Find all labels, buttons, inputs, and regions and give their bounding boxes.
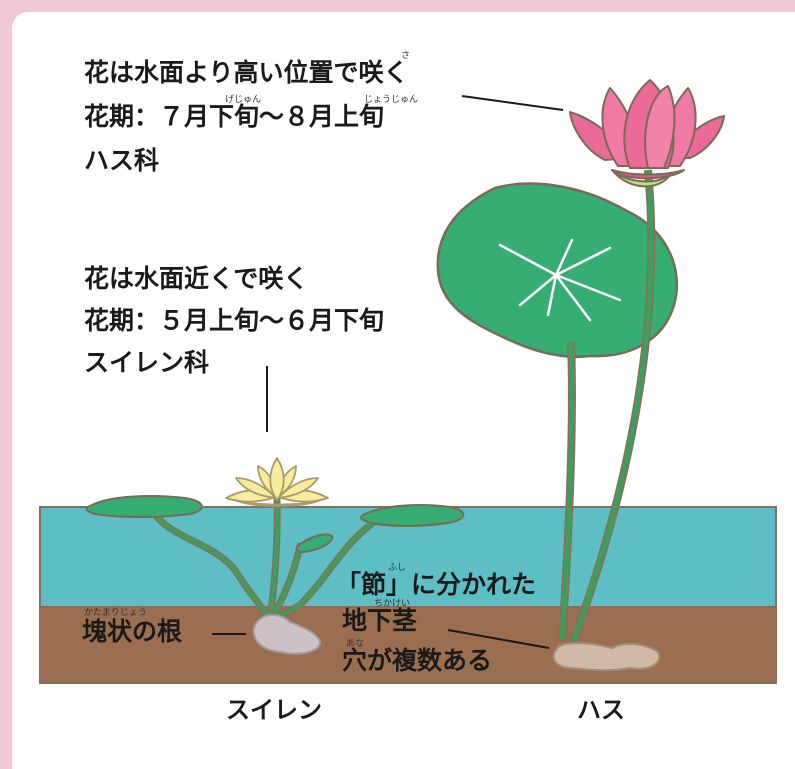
lotus-flowering-period: 花期：７月下旬〜８月上旬 [84, 102, 385, 131]
waterlily-pad-small [295, 533, 334, 554]
lotus-rhizome-pointer [447, 629, 550, 649]
waterlily-root [252, 613, 322, 655]
furigana-fushi: ふし [388, 563, 407, 573]
soil-layer [39, 606, 777, 684]
waterlily-bloom-position: 花は水面近くで咲く [84, 264, 309, 293]
lotus-flower [569, 79, 725, 188]
waterlily-stems [146, 496, 384, 622]
waterlily-family: スイレン科 [84, 348, 210, 377]
lotus-bloom-position: 花は水面より高い位置で咲く [84, 58, 409, 87]
lotus-family: ハス科 [84, 146, 160, 175]
waterlily-flowering-period: 花期：５月上旬〜６月下旬 [84, 306, 385, 335]
lotus-rhizome-desc-3: 穴が複数ある [342, 646, 493, 675]
waterlily-root-label: 塊状の根 [82, 617, 183, 646]
lotus-rhizome [552, 642, 661, 672]
lotus-flower-pointer [461, 95, 564, 111]
furigana-ana: あな [346, 639, 365, 649]
waterlily-pad-right [359, 504, 465, 527]
furigana-gejun: げじゅん [225, 95, 262, 105]
lotus-leaf [436, 182, 679, 359]
waterlily-pad-left [85, 495, 203, 518]
waterlily-name: スイレン [226, 696, 322, 724]
lotus-rhizome-desc-2: 地下茎 [342, 606, 418, 635]
lotus-rhizome-desc-1: 「節」に分かれた [336, 570, 537, 599]
waterlily-flower [225, 457, 329, 507]
furigana-katamari: かたまりじょう [84, 608, 147, 618]
lotus-name: ハス [577, 696, 625, 724]
furigana-joujun: じょうじゅん [364, 95, 419, 105]
furigana-chikakei: ちかけい [374, 599, 411, 609]
furigana-saku: さ [401, 51, 411, 61]
